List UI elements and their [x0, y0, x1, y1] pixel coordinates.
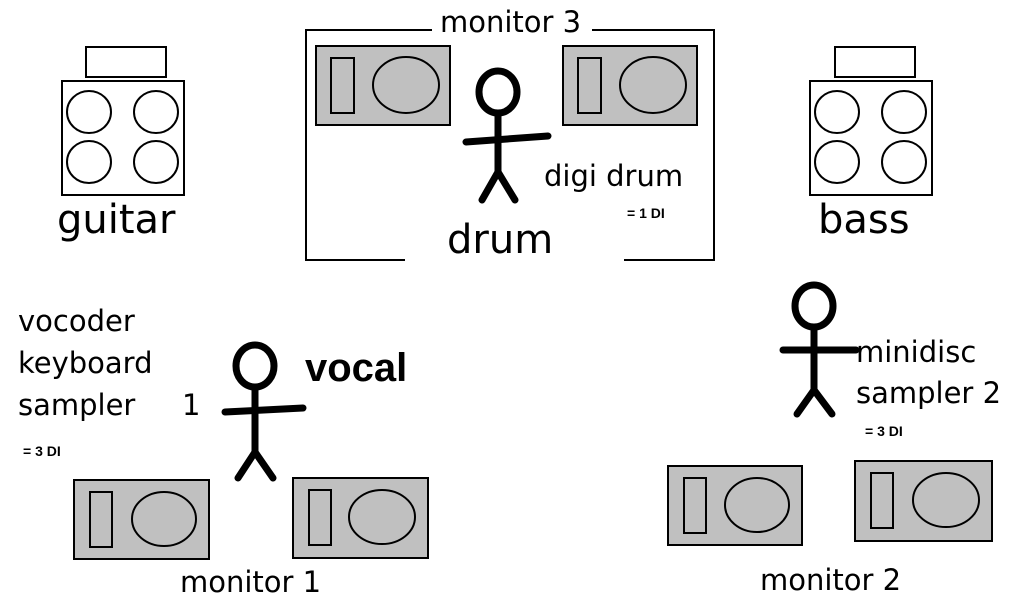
bass-label: bass: [818, 197, 910, 243]
vocal-label: vocal: [305, 346, 408, 390]
vocal-instruments-line2: keyboard: [18, 346, 153, 380]
amp-cabinet-icon: [61, 46, 185, 196]
digi-drum-di-label: = 1 DI: [627, 205, 665, 221]
stick-figure-icon: [779, 281, 860, 418]
monitor-speaker-icon: [292, 477, 429, 559]
monitor-speaker-icon: [562, 45, 698, 126]
monitor-speaker-icon: [73, 479, 210, 560]
vocal-instruments-line3-number: 1: [182, 388, 201, 422]
minidisc-di-label: = 3 DI: [865, 423, 903, 439]
drum-riser-outline: [305, 29, 715, 261]
vocal-di-label: = 3 DI: [23, 443, 61, 459]
amp-cabinet-icon: [809, 46, 933, 196]
sampler-2-label: sampler 2: [856, 376, 1002, 410]
minidisc-label: minidisc: [856, 335, 977, 369]
monitor-1-label: monitor 1: [180, 565, 322, 599]
monitor-3-label: monitor 3: [440, 5, 582, 39]
vocal-instruments-line3: sampler: [18, 388, 136, 422]
digi-drum-label: digi drum: [544, 159, 684, 193]
guitar-label: guitar: [57, 197, 176, 243]
monitor-2-label: monitor 2: [760, 563, 902, 597]
stick-figure-icon: [221, 341, 307, 482]
monitor-speaker-icon: [854, 460, 993, 542]
monitor-speaker-icon: [315, 45, 451, 126]
drum-label: drum: [447, 217, 554, 263]
monitor-speaker-icon: [667, 465, 803, 546]
vocal-instruments-line1: vocoder: [18, 304, 135, 338]
stick-figure-icon: [462, 67, 552, 204]
